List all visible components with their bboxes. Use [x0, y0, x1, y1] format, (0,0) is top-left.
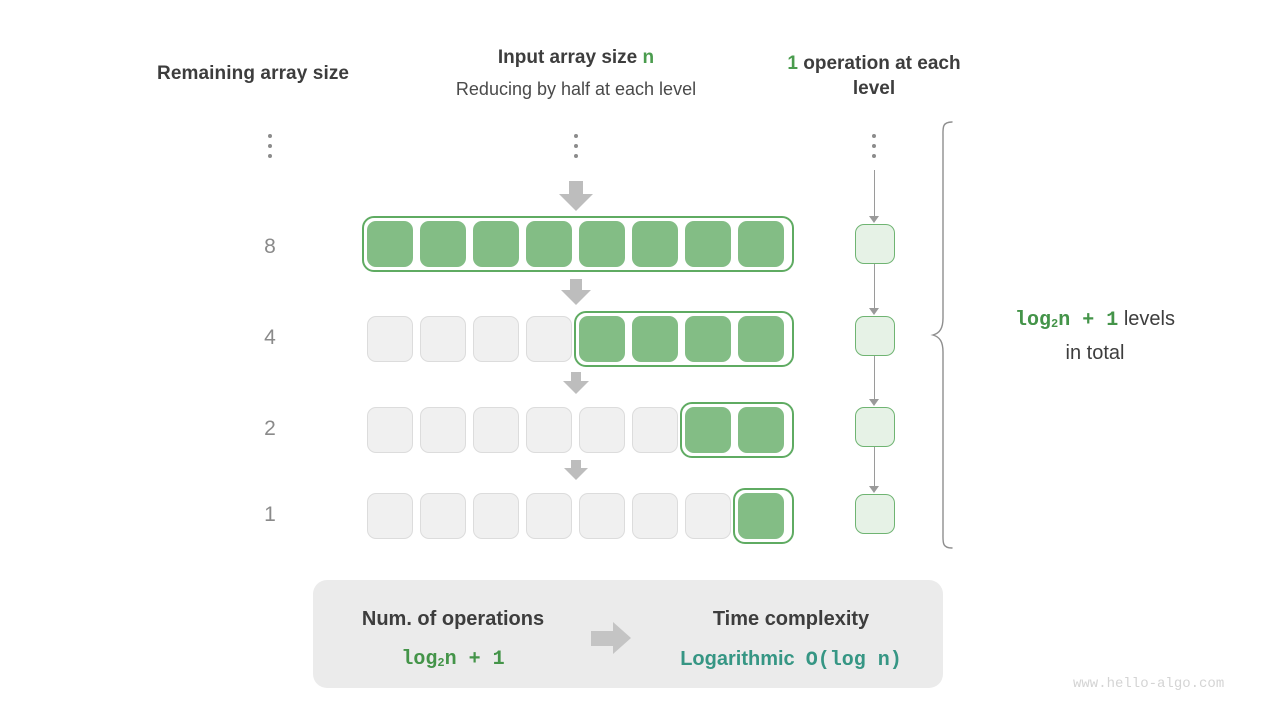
watermark: www.hello-algo.com — [1073, 676, 1225, 692]
header-operations-count: 1 — [787, 53, 798, 74]
level-label-1: 1 — [264, 503, 276, 526]
array-cell — [632, 221, 678, 267]
array-cell — [526, 316, 572, 362]
right-arrow-icon — [591, 622, 639, 654]
levels-brace — [930, 120, 970, 555]
op-connector-line — [873, 170, 876, 218]
levels-label-line1: levels — [1118, 308, 1175, 330]
levels-total-annotation: log2n + 1 levels in total — [975, 305, 1215, 369]
down-arrow-icon — [563, 372, 589, 396]
vertical-ellipsis-icon — [265, 134, 275, 164]
array-cell — [526, 407, 572, 453]
header-input-array-size-subtitle: Reducing by half at each level — [455, 79, 697, 99]
array-cell — [685, 221, 731, 267]
header-input-array-size-n: n — [642, 47, 655, 68]
row-2-highlight-box — [574, 311, 794, 367]
array-row-1 — [367, 221, 789, 267]
array-cell — [685, 407, 731, 453]
array-cell — [738, 493, 784, 539]
down-arrow-icon — [559, 181, 593, 211]
header-operations-text: operation at each level — [797, 53, 961, 99]
row-4-highlight-box — [733, 488, 794, 544]
header-input-array-size: Input array size n — [382, 47, 770, 69]
levels-formula: log2n + 1 — [1015, 309, 1119, 332]
complexity-bigo: O(log n) — [805, 649, 902, 672]
complexity-word: Logarithmic — [680, 648, 795, 670]
array-row-3 — [367, 407, 789, 453]
array-cell — [579, 316, 625, 362]
op-connector-line — [873, 447, 876, 488]
operation-cell-level-3 — [855, 407, 895, 447]
row-1-highlight-box — [362, 216, 794, 272]
array-cell — [367, 407, 413, 453]
array-cell — [632, 316, 678, 362]
operation-cell-level-2 — [855, 316, 895, 356]
op-connector-arrowhead — [869, 486, 879, 493]
array-cell — [738, 316, 784, 362]
op-connector-line — [873, 264, 876, 310]
level-label-2: 2 — [264, 417, 276, 440]
levels-label-line2: in total — [1065, 342, 1125, 364]
op-connector-arrowhead — [869, 308, 879, 315]
array-cell — [420, 493, 466, 539]
array-cell — [579, 221, 625, 267]
header-input-array-size-text: Input array size — [497, 47, 643, 68]
array-cell — [738, 407, 784, 453]
level-label-4: 4 — [264, 326, 276, 349]
array-row-4 — [367, 493, 789, 539]
op-connector-arrowhead — [869, 399, 879, 406]
array-cell — [526, 221, 572, 267]
array-cell — [367, 221, 413, 267]
array-cell — [420, 316, 466, 362]
array-cell — [632, 493, 678, 539]
operation-cell-level-1 — [855, 224, 895, 264]
array-cell — [473, 493, 519, 539]
array-cell — [579, 493, 625, 539]
down-arrow-icon — [564, 460, 588, 482]
array-row-2 — [367, 316, 789, 362]
op-connector-arrowhead — [869, 216, 879, 223]
op-connector-line — [873, 356, 876, 401]
vertical-ellipsis-icon — [869, 134, 879, 164]
array-cell — [738, 221, 784, 267]
array-cell — [685, 316, 731, 362]
summary-operations-value: log2n + 1 — [401, 648, 505, 671]
summary-complexity-title: Time complexity — [712, 608, 870, 630]
array-cell — [367, 493, 413, 539]
array-cell — [526, 493, 572, 539]
level-label-8: 8 — [264, 235, 276, 258]
vertical-ellipsis-icon — [571, 134, 581, 164]
summary-complexity-value: Logarithmic O(log n) — [655, 648, 927, 672]
array-cell — [579, 407, 625, 453]
array-cell — [473, 407, 519, 453]
array-cell — [420, 407, 466, 453]
array-cell — [473, 221, 519, 267]
operation-cell-level-4 — [855, 494, 895, 534]
array-cell — [420, 221, 466, 267]
row-3-highlight-box — [680, 402, 794, 458]
array-cell — [632, 407, 678, 453]
header-remaining-array-size: Remaining array size — [157, 63, 350, 84]
header-operations-per-level: 1 operation at each level — [786, 51, 962, 101]
array-cell — [685, 493, 731, 539]
array-cell — [367, 316, 413, 362]
summary-operations-title: Num. of operations — [361, 608, 545, 630]
down-arrow-icon — [561, 279, 591, 306]
array-cell — [473, 316, 519, 362]
